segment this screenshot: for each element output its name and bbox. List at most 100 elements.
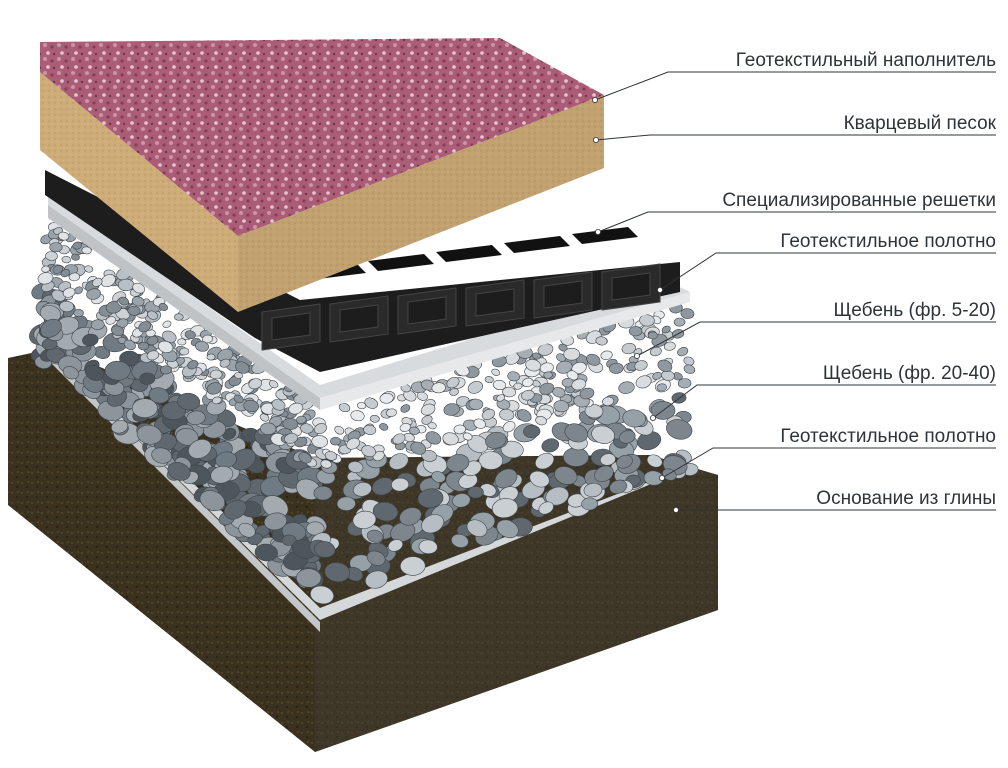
gravel-stone: [399, 423, 411, 432]
gravel-stone: [535, 452, 555, 470]
gravel-stone: [449, 388, 459, 396]
gravel-stone: [177, 392, 201, 411]
leader-line: [661, 447, 996, 479]
gravel-stone: [233, 394, 244, 404]
gravel-stone: [599, 453, 616, 466]
gravel-stone: [556, 360, 573, 374]
gravel-stone: [553, 400, 570, 413]
gravel-stone: [223, 499, 247, 520]
gravel-stone: [238, 522, 256, 538]
gravel-stone: [369, 414, 380, 423]
gravel-stone: [260, 422, 277, 435]
gravel-stone: [473, 418, 487, 429]
gravel-stone: [492, 379, 507, 391]
leader-line: [597, 211, 996, 233]
gravel-stone: [563, 447, 589, 467]
gravel-stone: [403, 389, 417, 402]
gravel-stone: [571, 378, 587, 391]
gravel-stone: [184, 330, 196, 340]
gravel-stone: [657, 359, 673, 372]
gravel-stone: [652, 371, 663, 380]
gravel-stone: [451, 533, 469, 548]
gravel-stone: [187, 360, 199, 370]
gravel-stone: [500, 440, 524, 459]
gravel-stone: [366, 529, 384, 543]
gravel-stone: [132, 282, 146, 294]
gravel-stone: [148, 387, 170, 404]
gravel-stone: [296, 568, 322, 588]
gravel-stone: [84, 265, 94, 273]
grid-cell: [261, 303, 321, 351]
gravel-stone: [400, 556, 426, 576]
gravel-stone: [136, 424, 163, 445]
gravel-stone: [602, 396, 615, 406]
gravel-stone: [628, 326, 643, 337]
gravel-stone: [296, 415, 307, 424]
gravel-stone: [111, 325, 125, 337]
quartz-sand-layer: [40, 72, 604, 312]
gravel-stone: [210, 465, 234, 484]
gravel-stone: [421, 415, 433, 425]
gravel-stone: [581, 497, 598, 511]
gravel-stone: [656, 383, 667, 392]
gravel-stone: [57, 231, 70, 241]
gravel-stone: [320, 459, 332, 469]
gravel-stone: [634, 360, 648, 371]
gravel-stone: [564, 423, 589, 443]
gravel-stone: [421, 514, 445, 534]
gravel-stone: [350, 410, 365, 422]
grid-cell: [397, 287, 457, 335]
gravel-stone: [62, 366, 79, 380]
leader-line: [636, 321, 996, 357]
gravel-stone: [392, 433, 406, 445]
gravel-stone: [399, 507, 422, 526]
gravel-stone: [61, 255, 71, 264]
gravel-stone: [453, 424, 466, 435]
gravel-stone: [452, 493, 471, 508]
gravel-stone: [37, 272, 54, 285]
gravel-stone: [554, 466, 578, 485]
gravel-stone: [352, 481, 372, 497]
gravel-stone: [51, 289, 66, 302]
gravel-stone: [372, 501, 399, 522]
gravel-stone: [621, 342, 636, 355]
gravel-stone: [391, 477, 410, 492]
gravel-stone: [584, 404, 604, 419]
gravel-stone: [594, 465, 614, 483]
gravel-stone: [131, 398, 158, 419]
grid-cell-top: [504, 236, 570, 253]
gravel-stone: [298, 452, 312, 464]
gravel-5-20-layer: [37, 222, 696, 474]
gravel-stone: [160, 365, 172, 375]
gravel-stone: [100, 274, 116, 288]
gravel-stone: [543, 371, 553, 379]
gravel-stone: [92, 277, 103, 287]
gravel-stone: [59, 300, 74, 313]
gravel-stone: [146, 350, 160, 361]
gravel-stone: [467, 381, 484, 394]
gravel-stone: [254, 543, 278, 562]
gravel-stone: [72, 241, 82, 250]
gravel-stone: [400, 404, 411, 413]
gravel-stone: [635, 375, 652, 389]
gravel-stone: [336, 496, 356, 511]
gravel-stone: [347, 461, 364, 474]
gravel-stone: [73, 308, 84, 317]
gravel-stone: [535, 415, 547, 426]
gravel-stone: [616, 454, 633, 469]
gravel-stone: [516, 409, 532, 422]
gravel-stone: [131, 296, 145, 307]
gravel-stone: [268, 380, 279, 389]
label-gravel-20-40: Щебень (фр. 20-40): [823, 363, 996, 384]
label-geotextile-sheet-lower: Геотекстильное полотно: [780, 426, 996, 447]
gravel-stone: [157, 340, 174, 354]
gravel-stone: [390, 521, 416, 543]
gravel-stone: [346, 437, 360, 450]
gravel-stone: [219, 358, 231, 368]
gravel-stone: [586, 353, 601, 366]
gravel-stone: [609, 479, 628, 494]
gravel-stone: [677, 347, 689, 357]
gravel-stone: [175, 428, 199, 446]
